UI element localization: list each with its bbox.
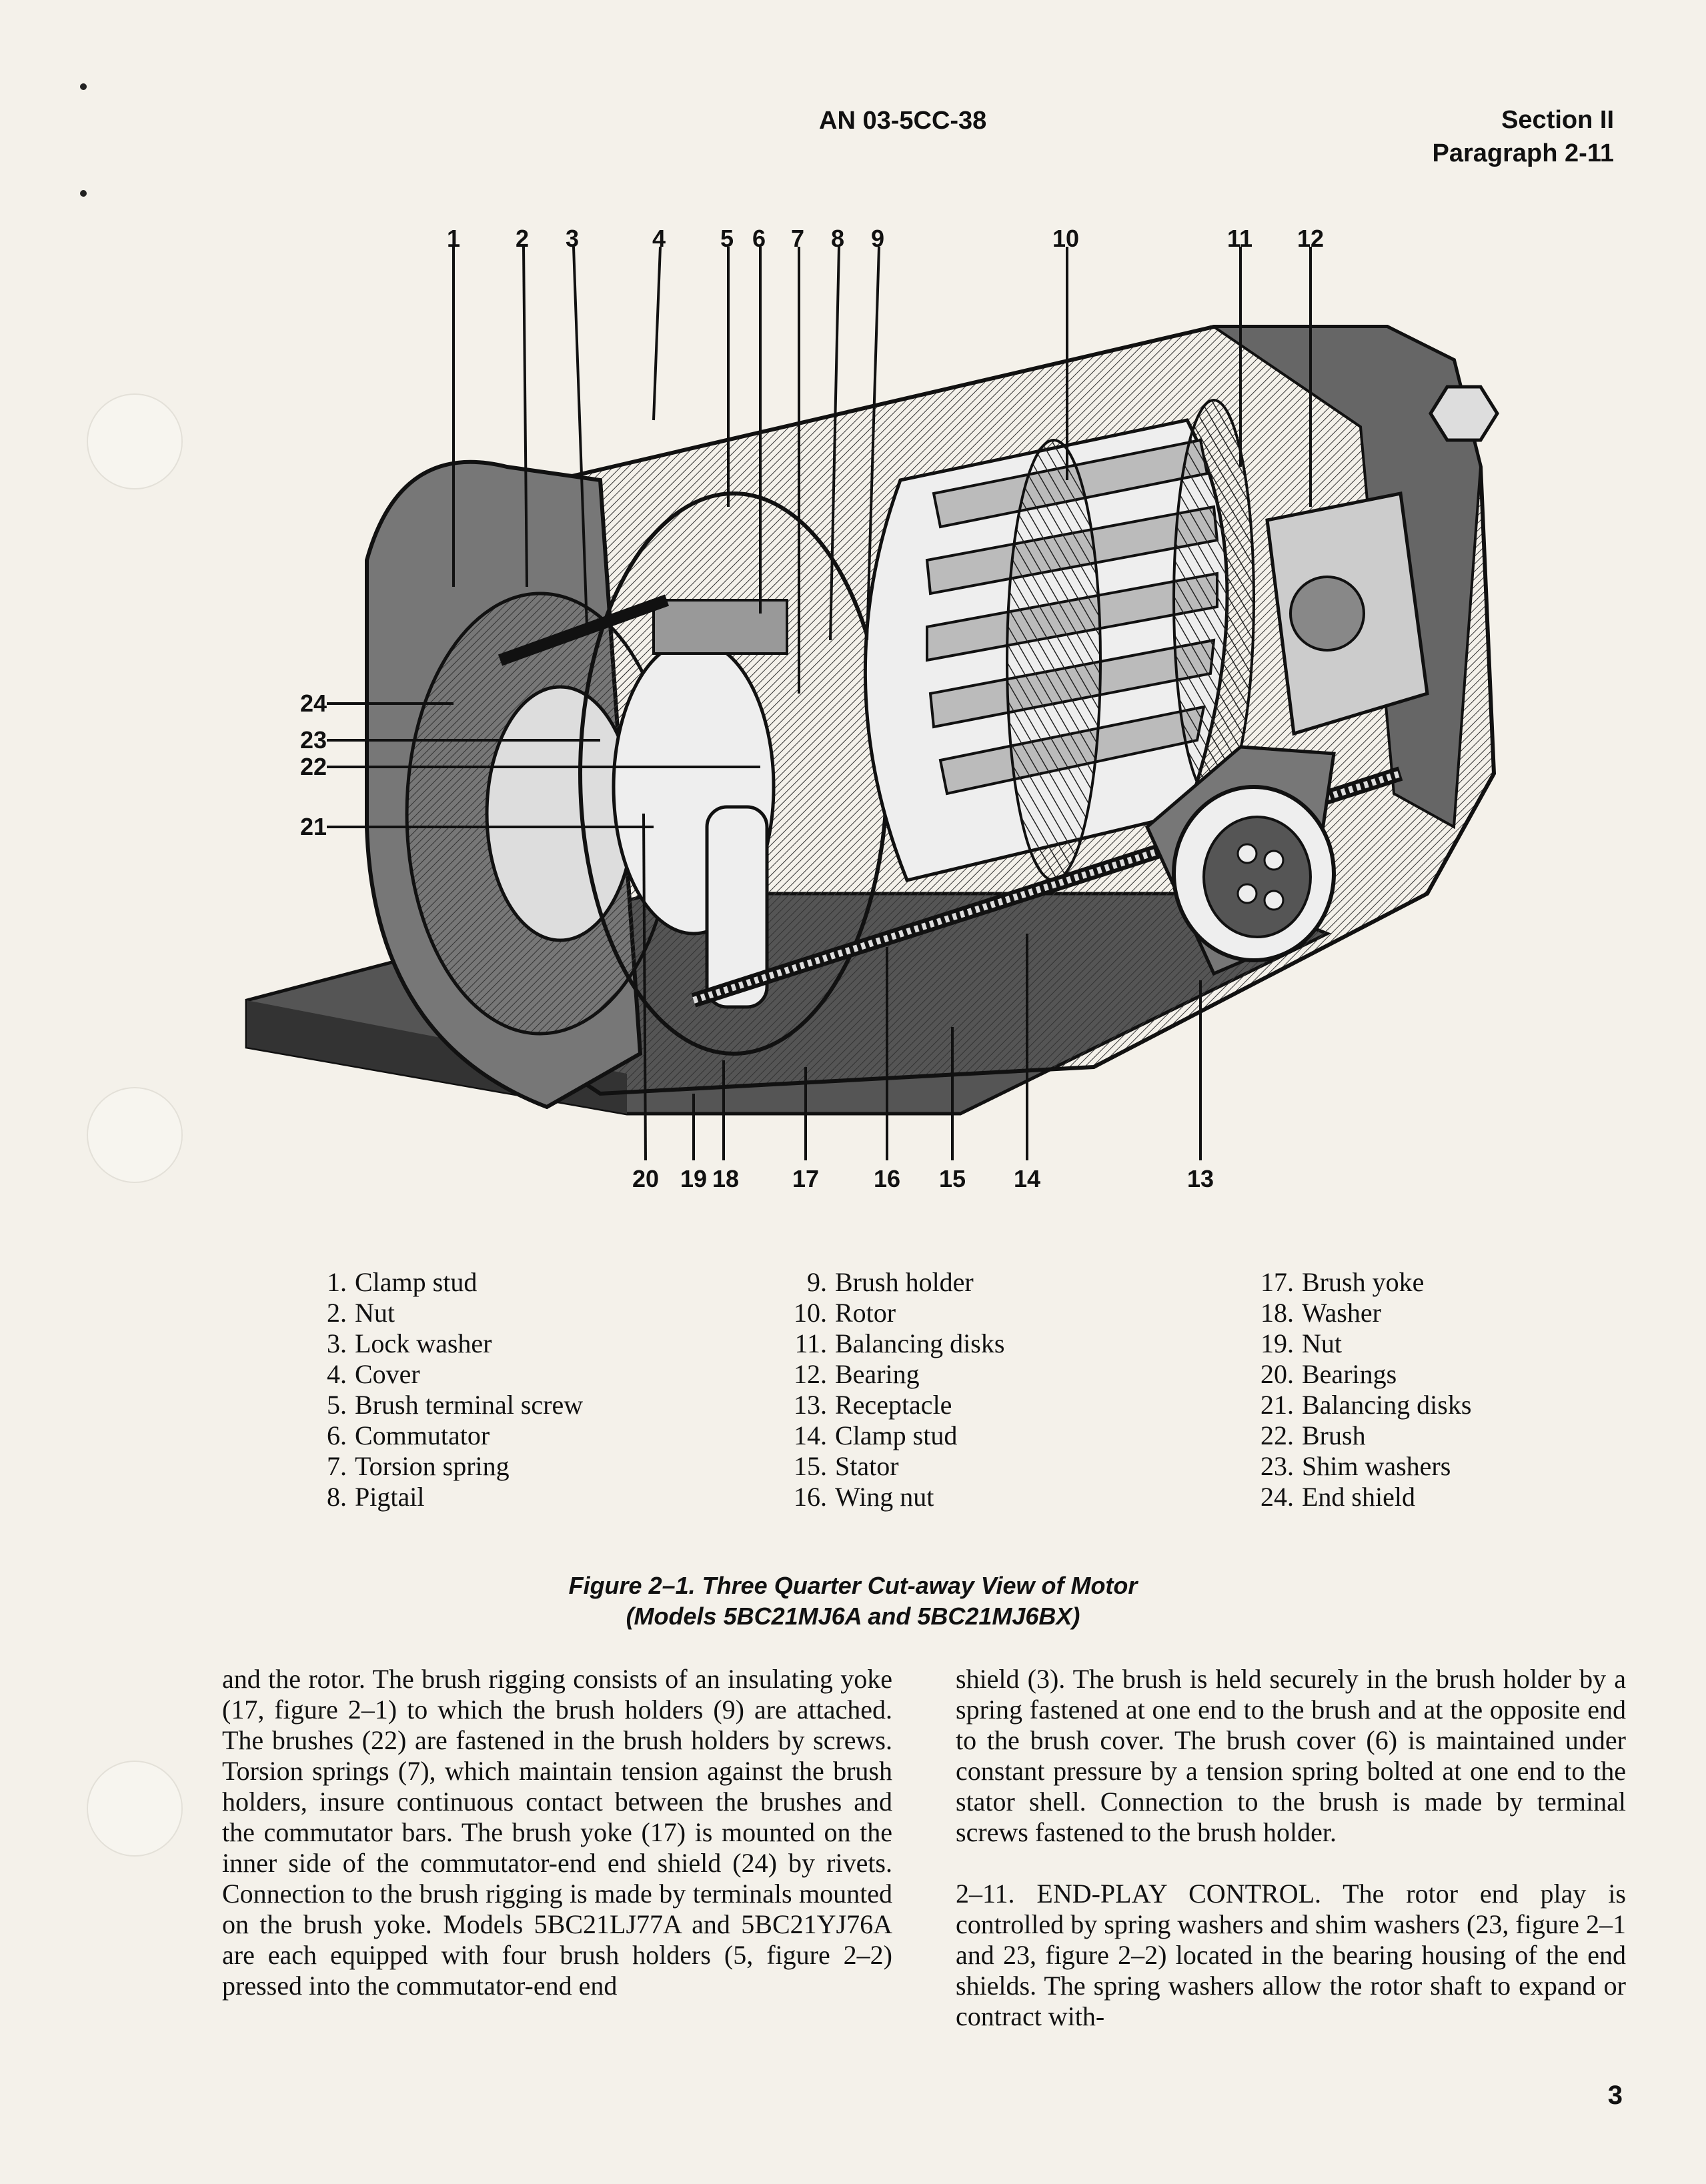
callout-17: 17 bbox=[792, 1165, 819, 1192]
page-number: 3 bbox=[1607, 2081, 1623, 2110]
callout-22: 22 bbox=[300, 753, 327, 780]
legend-item: 20.Bearings bbox=[1260, 1359, 1397, 1389]
callout-7: 7 bbox=[791, 227, 804, 252]
callout-15: 15 bbox=[939, 1165, 966, 1192]
legend-column-3: 17.Brush yoke 18.Washer 19.Nut 20.Bearin… bbox=[1254, 1267, 1471, 1512]
legend-item: 5.Brush terminal screw bbox=[327, 1390, 584, 1420]
figure-caption: Figure 2–1. Three Quarter Cut-away View … bbox=[0, 1570, 1706, 1632]
legend-item: 15.Stator bbox=[794, 1451, 899, 1481]
legend-item: 8.Pigtail bbox=[327, 1482, 425, 1512]
legend-item: 18.Washer bbox=[1260, 1298, 1381, 1328]
callout-18: 18 bbox=[712, 1165, 739, 1192]
body-column-right: shield (3). The brush is held securely i… bbox=[956, 1664, 1626, 2063]
callout-5: 5 bbox=[720, 227, 734, 252]
legend-item: 11.Balancing disks bbox=[794, 1328, 1005, 1358]
callout-21: 21 bbox=[300, 813, 327, 840]
legend-item: 23.Shim washers bbox=[1260, 1451, 1451, 1481]
legend-item: 19.Nut bbox=[1260, 1328, 1342, 1358]
body-paragraph-end-play: 2–11. END-PLAY CONTROL. The rotor end pl… bbox=[956, 1879, 1626, 2031]
callout-10: 10 bbox=[1052, 227, 1079, 252]
legend-item: 3.Lock washer bbox=[327, 1328, 492, 1358]
callout-23: 23 bbox=[300, 726, 327, 754]
callout-11: 11 bbox=[1227, 227, 1252, 252]
legend-item: 7.Torsion spring bbox=[327, 1451, 510, 1481]
callout-13: 13 bbox=[1187, 1165, 1214, 1192]
legend-item: 22.Brush bbox=[1260, 1420, 1366, 1450]
document-id: AN 03-5CC-38 bbox=[819, 107, 987, 135]
paragraph-label: Paragraph 2-11 bbox=[1432, 139, 1614, 167]
legend-column-2: 9.Brush holder 10.Rotor 11.Balancing dis… bbox=[787, 1267, 1004, 1512]
legend-item: 14.Clamp stud bbox=[794, 1420, 958, 1450]
legend-item: 9.Brush holder bbox=[807, 1267, 974, 1297]
callout-20: 20 bbox=[632, 1165, 659, 1192]
callout-12: 12 bbox=[1297, 227, 1324, 252]
callout-3: 3 bbox=[566, 227, 579, 252]
body-paragraph: shield (3). The brush is held securely i… bbox=[956, 1664, 1626, 1847]
callout-8: 8 bbox=[831, 227, 844, 252]
callout-6: 6 bbox=[752, 227, 766, 252]
hole-punch bbox=[87, 393, 183, 489]
legend-item: 6.Commutator bbox=[327, 1420, 490, 1450]
legend-item: 24.End shield bbox=[1260, 1482, 1415, 1512]
legend-item: 16.Wing nut bbox=[794, 1482, 934, 1512]
hole-punch bbox=[87, 1087, 183, 1183]
legend-column-1: 1.Clamp stud 2.Nut 3.Lock washer 4.Cover… bbox=[307, 1267, 583, 1512]
hole-punch bbox=[87, 1761, 183, 1857]
legend-item: 1.Clamp stud bbox=[327, 1267, 478, 1297]
legend-item: 12.Bearing bbox=[794, 1359, 920, 1389]
callout-24: 24 bbox=[300, 690, 327, 717]
callout-1: 1 bbox=[447, 227, 460, 252]
legend-item: 21.Balancing disks bbox=[1260, 1390, 1472, 1420]
callout-19: 19 bbox=[680, 1165, 707, 1192]
legend-item: 4.Cover bbox=[327, 1359, 420, 1389]
margin-mark bbox=[80, 83, 87, 90]
legend-item: 17.Brush yoke bbox=[1260, 1267, 1425, 1297]
section-heading: Section II Paragraph 2-11 bbox=[1433, 103, 1614, 170]
callout-14: 14 bbox=[1014, 1165, 1040, 1192]
caption-models: (Models 5BC21MJ6A and 5BC21MJ6BX) bbox=[626, 1602, 1080, 1630]
legend-item: 10.Rotor bbox=[794, 1298, 896, 1328]
callout-4: 4 bbox=[652, 227, 666, 252]
section-label: Section II bbox=[1501, 106, 1614, 134]
callout-2: 2 bbox=[516, 227, 529, 252]
body-column-left: and the rotor. The brush rigging consist… bbox=[222, 1664, 892, 2032]
body-paragraph: and the rotor. The brush rigging consist… bbox=[222, 1664, 892, 2001]
margin-mark bbox=[80, 190, 87, 197]
motor-cutaway-figure: 1 2 3 4 5 6 7 8 9 10 11 12 13 14 15 16 1… bbox=[245, 227, 1499, 1192]
caption-title: Figure 2–1. Three Quarter Cut-away View … bbox=[568, 1572, 1138, 1599]
callout-16: 16 bbox=[874, 1165, 900, 1192]
callout-9: 9 bbox=[871, 227, 884, 252]
legend-item: 13.Receptacle bbox=[794, 1390, 952, 1420]
legend-item: 2.Nut bbox=[327, 1298, 395, 1328]
